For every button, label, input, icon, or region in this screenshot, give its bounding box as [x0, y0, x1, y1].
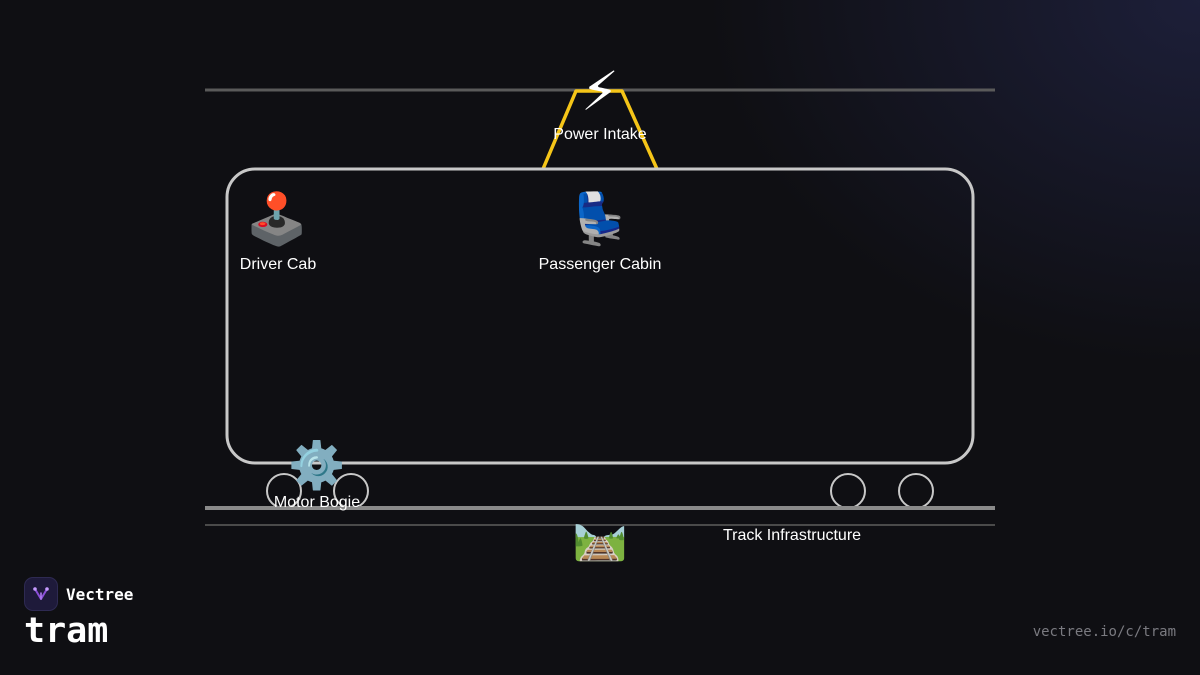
lightning-icon: ⚡ [581, 60, 619, 123]
node-label-motor-bogie: Motor Bogie [273, 494, 361, 511]
railway-track-icon: 🛤️ [572, 512, 628, 563]
gear-icon: ⚙️ [288, 438, 346, 492]
seat-icon: 💺 [568, 190, 632, 248]
node-label-passenger-cabin: Passenger Cabin [538, 256, 662, 273]
page-title: tram [24, 611, 109, 651]
brand-name: Vectree [66, 584, 134, 604]
tram-body [225, 167, 975, 465]
pantograph [541, 89, 659, 170]
wheel [830, 473, 866, 509]
vectree-logo-icon [24, 577, 58, 611]
source-url[interactable]: vectree.io/c/tram [1032, 624, 1176, 640]
wheel [898, 473, 934, 509]
brand: Vectree [24, 577, 133, 611]
node-label-track-infrastructure: Track Infrastructure [722, 527, 862, 544]
node-label-driver-cab: Driver Cab [239, 256, 317, 273]
node-label-power-intake: Power Intake [553, 126, 647, 143]
joystick-icon: 🕹️ [245, 190, 309, 248]
vectree-logo-glyph [33, 587, 49, 600]
